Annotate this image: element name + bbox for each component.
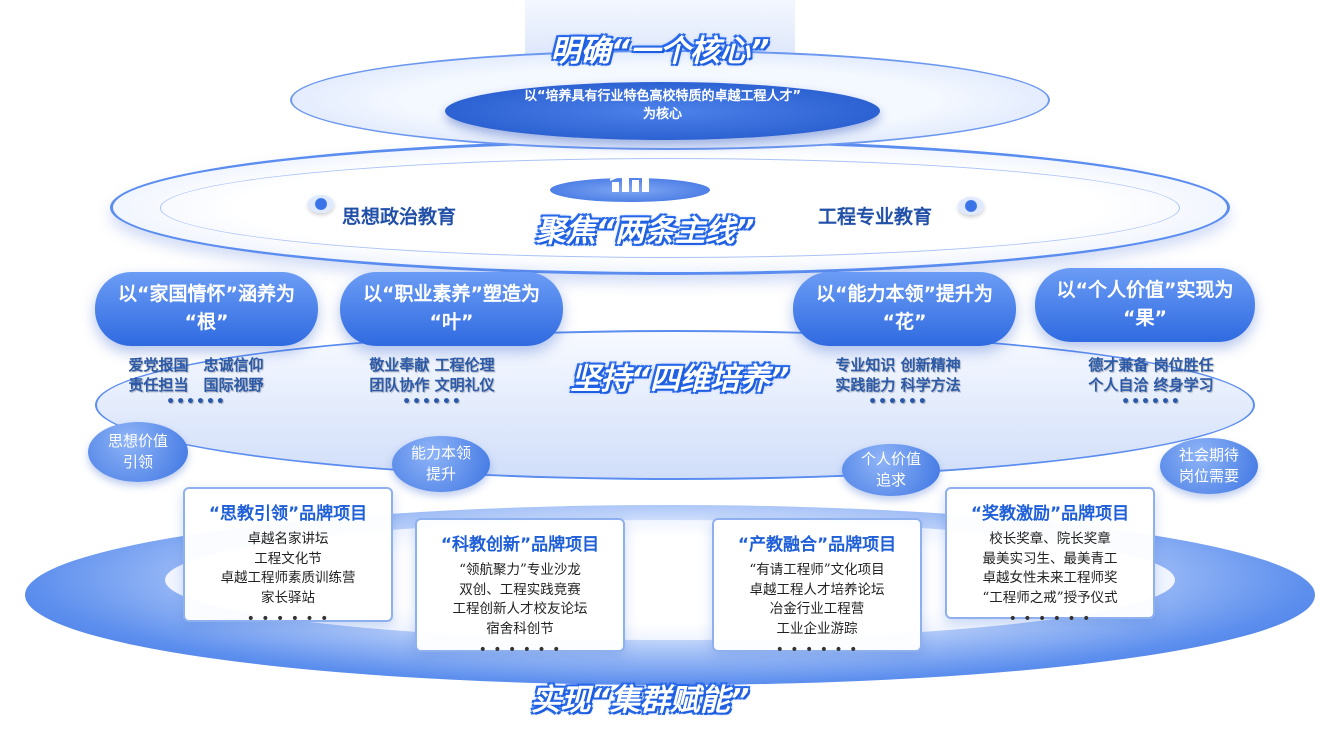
bubble-label: 思想价值 — [107, 432, 168, 450]
card-title: “产教融合”品牌项目 — [737, 535, 897, 555]
four-ring — [95, 330, 1255, 480]
chart-pedestal — [550, 178, 710, 202]
card-item: 家长驿站 — [261, 589, 315, 606]
pillar-traits: 敬业奉献 工程伦理团队协作 文明礼仪•••••• — [369, 355, 494, 409]
more-dots: • • • • • • — [478, 642, 562, 658]
trait-line: 敬业奉献 工程伦理 — [369, 356, 495, 374]
project-card: “思教引领”品牌项目卓越名家讲坛工程文化节卓越工程师素质训练营家长驿站 • • •… — [183, 487, 393, 626]
card-item: 最美实习生、最美青工 — [982, 550, 1118, 567]
trait-line: 团队协作 文明礼仪 — [369, 376, 495, 394]
bubble-label: 追求 — [875, 471, 906, 489]
card-item: 工业企业游踪 — [776, 620, 858, 637]
pillar-leaf: 以“职业素养”塑造为 “叶” — [340, 272, 563, 346]
mainline-left: 思想政治教育 — [342, 206, 457, 228]
pillar-label: “叶” — [429, 311, 474, 333]
bubble-label: 岗位需要 — [1178, 467, 1239, 485]
pillar-label: “果” — [1123, 307, 1167, 329]
core-line2: 为核心 — [642, 107, 682, 122]
more-dots: •••••• — [166, 394, 226, 410]
pillar-traits: 爱党报国 忠诚信仰责任担当 国际视野•••••• — [128, 355, 263, 409]
pillar-label: 以“个人价值”实现为 — [1056, 279, 1234, 301]
card-item: 卓越女性未来工程师奖 — [982, 570, 1118, 586]
bubble-ideology: 思想价值引领 — [88, 422, 188, 482]
more-dots: •••••• — [1121, 394, 1181, 410]
card-title: “思教引领”品牌项目 — [208, 504, 368, 524]
bubble-value: 个人价值追求 — [842, 444, 940, 496]
card-item: 冶金行业工程营 — [769, 601, 865, 617]
bar-chart-icon — [609, 167, 651, 192]
pillar-label: 以“能力本领”提升为 — [816, 283, 993, 305]
card-item: 卓越工程师素质训练营 — [220, 570, 356, 586]
trait-line: 专业知识 创新精神 — [835, 356, 961, 374]
mainlines-title: 聚焦“两条主线” — [535, 214, 755, 249]
more-dots: • • • • • • — [246, 611, 330, 627]
card-title: “科教创新”品牌项目 — [440, 535, 600, 555]
pillar-label: 以“家国情怀”涵养为 — [118, 283, 295, 305]
card-item: 卓越名家讲坛 — [247, 531, 329, 547]
mainline-ring-inner — [160, 158, 1180, 258]
card-item: 工程文化节 — [254, 550, 322, 567]
trait-line: 爱党报国 忠诚信仰 — [128, 356, 264, 374]
cluster-title: 实现“集群赋能” — [530, 683, 750, 718]
pillar-traits: 专业知识 创新精神实践能力 科学方法•••••• — [835, 355, 960, 409]
core-title: 明确“一个核心” — [550, 34, 770, 69]
pillar-label: “根” — [184, 311, 229, 333]
bubble-label: 能力本领 — [410, 444, 471, 462]
pillar-label: 以“职业素养”塑造为 — [363, 283, 540, 305]
pillar-root: 以“家国情怀”涵养为 “根” — [95, 272, 318, 346]
more-dots: • • • • • • — [775, 642, 859, 658]
four-title: 坚持“四维培养” — [570, 362, 790, 397]
card-item: “领航聚力”专业沙龙 — [459, 562, 581, 578]
mainline-right: 工程专业教育 — [818, 206, 933, 228]
trait-line: 个人自洽 终身学习 — [1088, 376, 1214, 394]
trait-line: 实践能力 科学方法 — [835, 376, 961, 394]
bubble-label: 引领 — [122, 453, 153, 471]
pillar-traits: 德才兼备 岗位胜任个人自洽 终身学习•••••• — [1088, 355, 1213, 409]
trait-line: 责任担当 国际视野 — [128, 376, 264, 394]
card-item: 校长奖章、院长奖章 — [989, 531, 1111, 547]
card-item: 双创、工程实践竞赛 — [459, 581, 581, 598]
card-title: “奖教激励”品牌项目 — [970, 504, 1130, 524]
project-card: “奖教激励”品牌项目校长奖章、院长奖章最美实习生、最美青工卓越女性未来工程师奖 “… — [945, 487, 1155, 626]
core-line1: 以“培养具有行业特色高校特质的卓越工程人才” — [523, 89, 802, 104]
pillar-label: “花” — [882, 311, 927, 333]
card-item: “有请工程师”文化项目 — [749, 562, 885, 578]
more-dots: •••••• — [402, 394, 462, 410]
card-item: 工程创新人才校友论坛 — [452, 601, 588, 617]
bubble-label: 社会期待 — [1178, 446, 1239, 464]
card-item: “工程师之戒”授予仪式 — [982, 589, 1118, 606]
core-disc — [445, 82, 880, 140]
more-dots: •••••• — [868, 394, 928, 410]
pillar-flower: 以“能力本领”提升为 “花” — [793, 272, 1016, 346]
trait-line: 德才兼备 岗位胜任 — [1088, 356, 1214, 374]
bubble-ability: 能力本领提升 — [392, 436, 490, 492]
bubble-society: 社会期待岗位需要 — [1160, 438, 1258, 494]
right-knob-icon — [958, 197, 984, 215]
bubble-label: 个人价值 — [860, 450, 921, 468]
bubble-label: 提升 — [425, 465, 456, 483]
project-card: “科教创新”品牌项目 “领航聚力”专业沙龙双创、工程实践竞赛工程创新人才校友论坛宿… — [415, 518, 625, 657]
core-description: 以“培养具有行业特色高校特质的卓越工程人才” 为核心 — [445, 88, 880, 124]
project-card: “产教融合”品牌项目 “有请工程师”文化项目卓越工程人才培养论坛冶金行业工程营工业… — [712, 518, 922, 657]
left-knob-icon — [308, 195, 334, 213]
pillar-fruit: 以“个人价值”实现为 “果” — [1035, 268, 1255, 342]
card-item: 卓越工程人才培养论坛 — [749, 581, 885, 598]
more-dots: • • • • • • — [1008, 611, 1092, 627]
card-item: 宿舍科创节 — [486, 620, 554, 637]
